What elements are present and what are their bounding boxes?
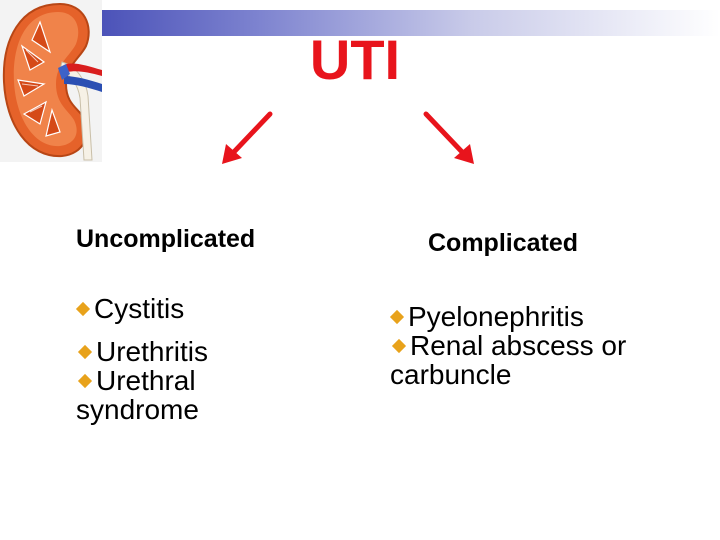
diamond-bullet-icon <box>75 302 91 317</box>
diamond-bullet-icon <box>389 310 405 325</box>
complicated-list: Pyelonephritis Renal abscess or carbuncl… <box>389 302 650 390</box>
list-item: Urethral syndrome <box>76 365 199 425</box>
uncomplicated-heading: Uncomplicated <box>76 225 256 253</box>
arrow-down-left-icon <box>222 111 273 164</box>
uncomplicated-list: Cystitis Urethritis Urethral syndrome <box>75 294 276 425</box>
slide-title: UTI <box>309 28 401 91</box>
complicated-heading: Complicated <box>428 229 579 257</box>
arrow-down-right-icon <box>423 111 474 164</box>
list-item: Cystitis <box>75 294 276 323</box>
diamond-bullet-icon <box>77 345 93 360</box>
list-item: Pyelonephritis <box>389 302 650 331</box>
list-item: Renal abscess or carbuncle <box>390 330 627 390</box>
header-gradient-bar <box>100 10 720 36</box>
diamond-bullet-icon <box>391 339 407 354</box>
kidney-illustration <box>0 0 102 162</box>
kidney-icon <box>0 0 102 162</box>
list-item: Urethritis <box>76 337 276 366</box>
diamond-bullet-icon <box>77 374 93 389</box>
